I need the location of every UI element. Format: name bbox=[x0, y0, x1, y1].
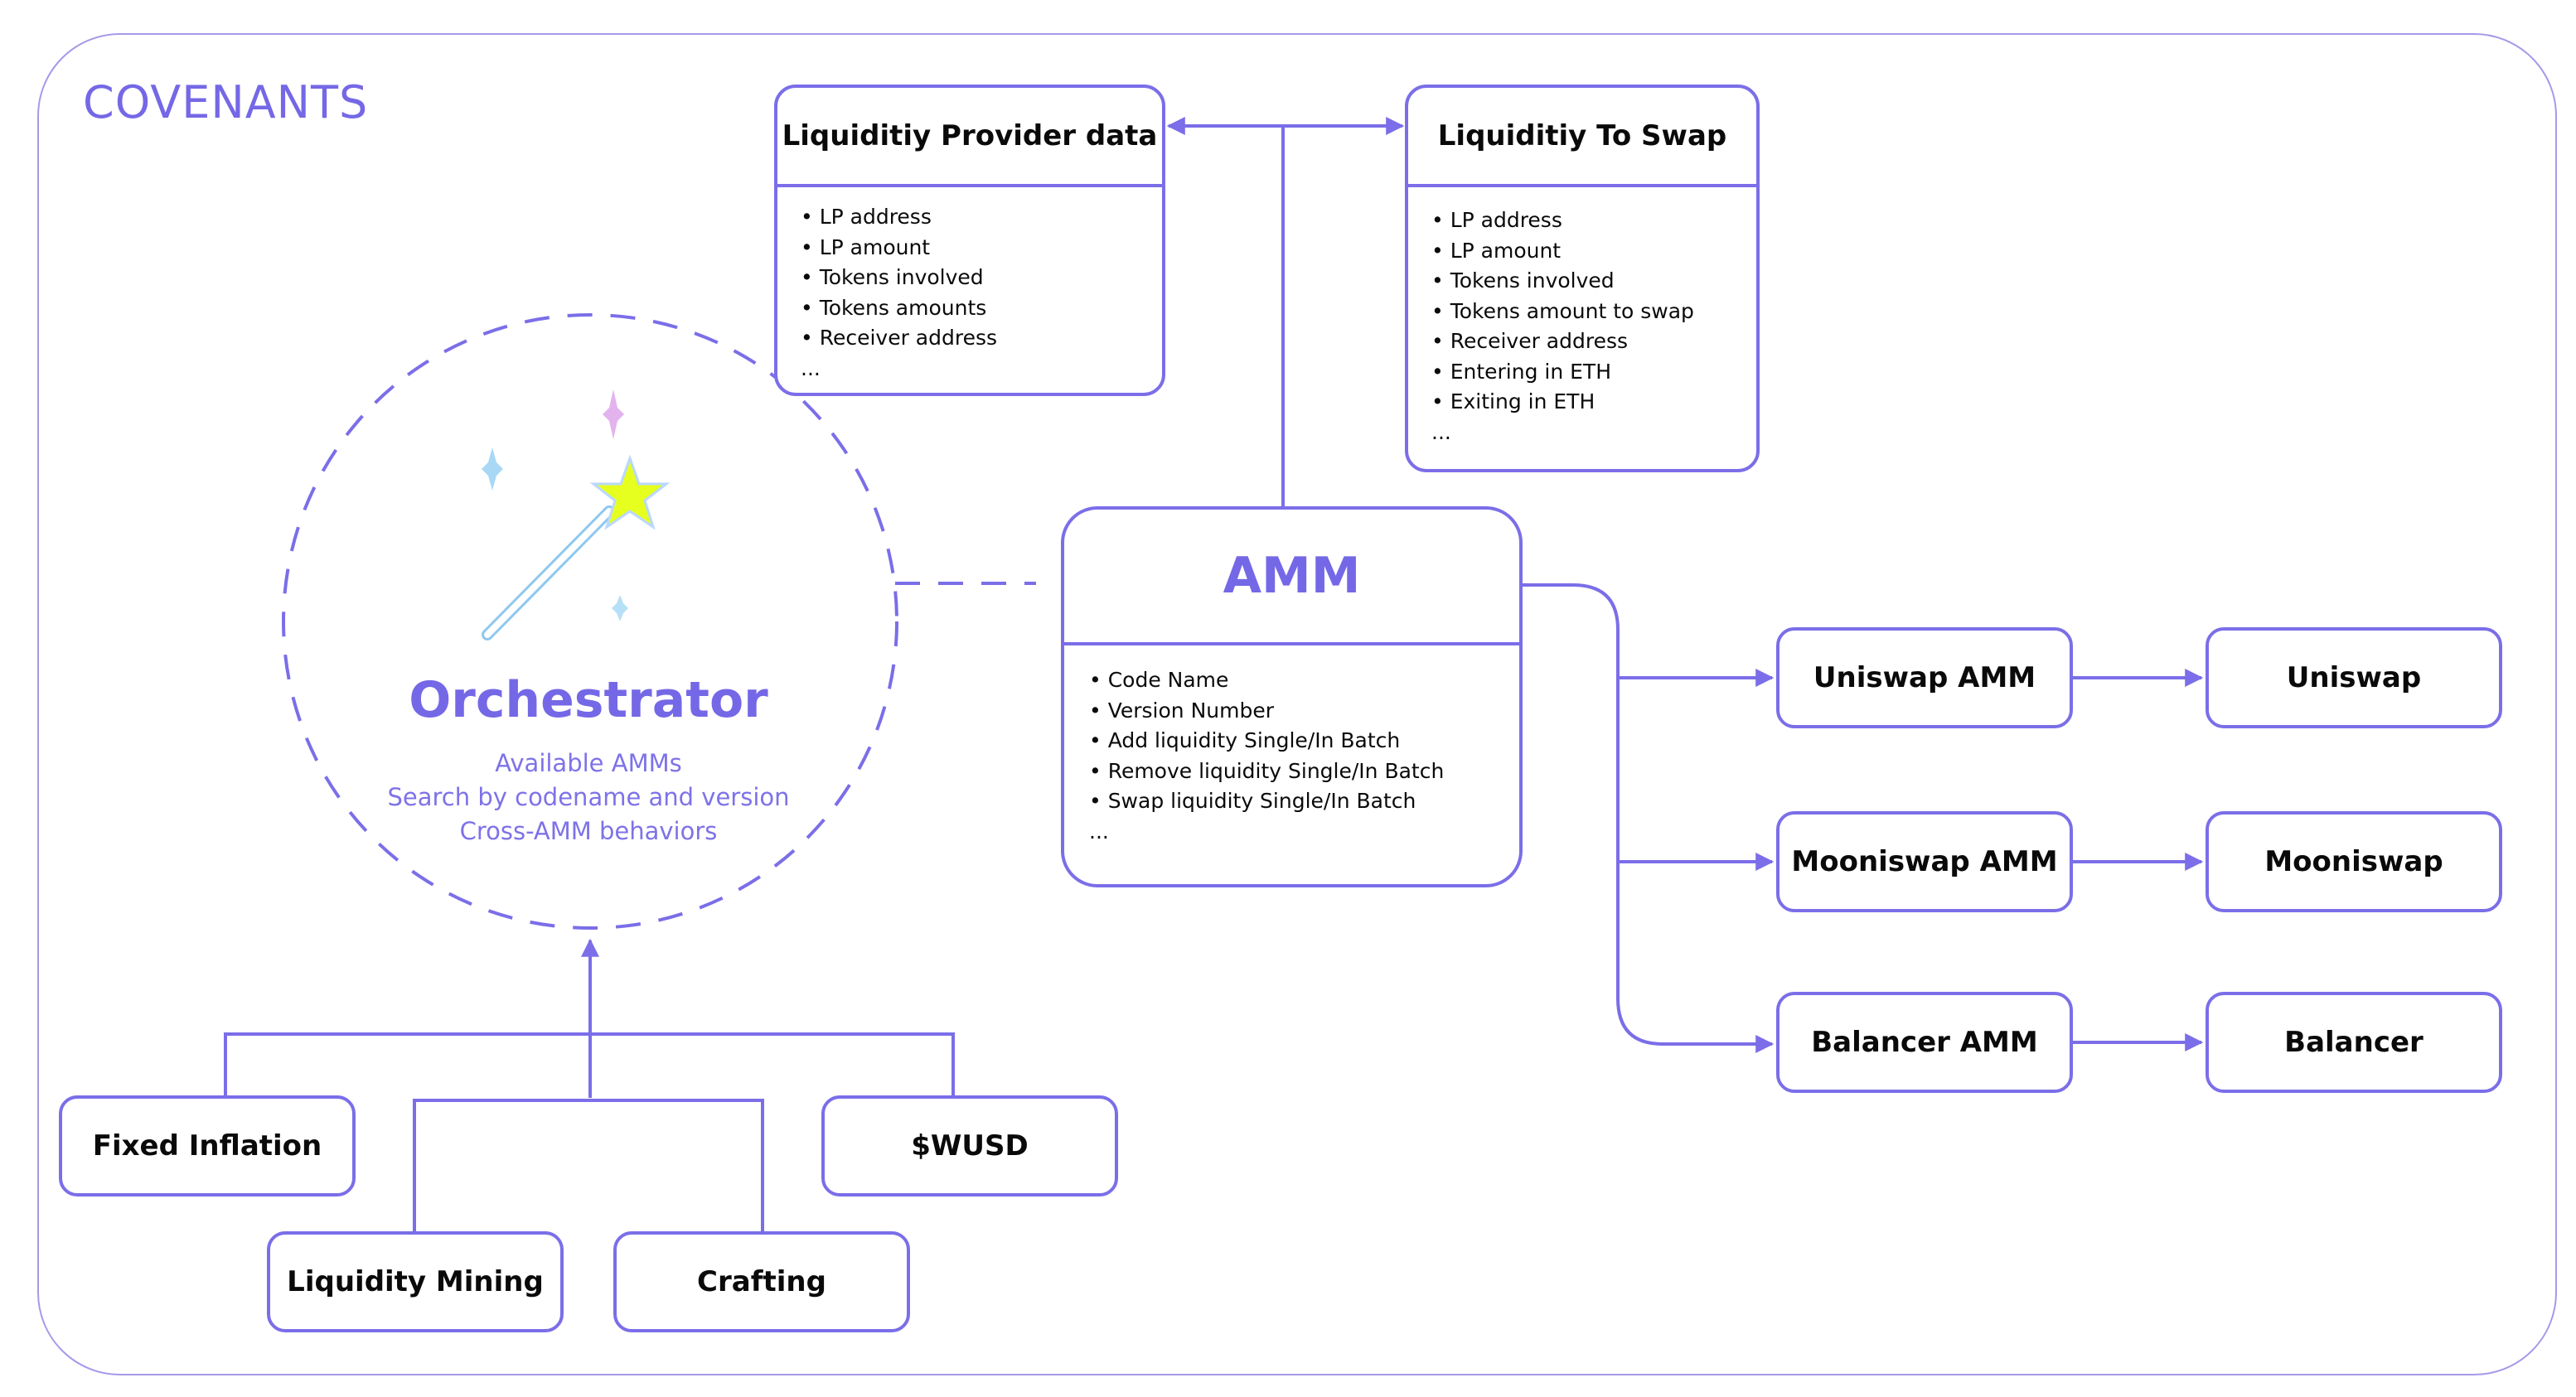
list-item: • Exiting in ETH bbox=[1431, 389, 1595, 413]
to-swap-title: Liquiditiy To Swap bbox=[1408, 88, 1756, 187]
balancer-box: Balancer bbox=[2206, 992, 2502, 1093]
mooniswap-amm-box: Mooniswap AMM bbox=[1776, 811, 2073, 912]
to-swap-box: Liquiditiy To Swap • LP address • LP amou… bbox=[1405, 85, 1760, 472]
list-item: • Swap liquidity Single/In Batch bbox=[1089, 789, 1416, 813]
lp-data-box: Liquiditiy Provider data • LP address• L… bbox=[774, 85, 1165, 396]
list-item: • Receiver address bbox=[1431, 329, 1629, 353]
lp-data-title: Liquiditiy Provider data bbox=[777, 88, 1162, 187]
magic-wand-icon bbox=[482, 454, 671, 640]
amm-box: AMM • Code Name • Version Number • Add liq… bbox=[1061, 506, 1523, 887]
mooniswap-box: Mooniswap bbox=[2206, 811, 2502, 912]
orchestrator-line-2: Search by codename and version bbox=[387, 783, 790, 811]
uniswap-amm-box: Uniswap AMM bbox=[1776, 627, 2073, 728]
diagram-title: COVENANTS bbox=[83, 76, 369, 128]
amm-title: AMM bbox=[1064, 510, 1519, 645]
crafting-box: Crafting bbox=[613, 1231, 910, 1332]
list-item: • Tokens amount to swap bbox=[1431, 298, 1694, 323]
balancer-amm-box: Balancer AMM bbox=[1776, 992, 2073, 1093]
covenants-frame bbox=[37, 33, 2557, 1375]
list-item: • Tokens involved bbox=[801, 265, 984, 289]
list-item: ... bbox=[1089, 819, 1109, 844]
fixed-inflation-box: Fixed Inflation bbox=[59, 1095, 356, 1196]
sparkle-small-icon bbox=[612, 595, 628, 621]
uniswap-box: Uniswap bbox=[2206, 627, 2502, 728]
list-item: ... bbox=[801, 355, 821, 380]
sparkle-pink-icon bbox=[603, 389, 624, 439]
list-item: • Tokens involved bbox=[1431, 268, 1615, 292]
list-item: • Add liquidity Single/In Batch bbox=[1089, 728, 1401, 752]
list-item: • Tokens amounts bbox=[801, 295, 987, 320]
sparkle-blue-icon bbox=[482, 447, 503, 491]
list-item: • Version Number bbox=[1089, 698, 1274, 723]
orchestrator-title: Orchestrator bbox=[409, 671, 768, 729]
amm-to-data-connector bbox=[1166, 117, 1285, 507]
orchestrator-line-1: Available AMMs bbox=[495, 749, 682, 777]
amm-list: • Code Name • Version Number • Add liquidi… bbox=[1064, 645, 1519, 847]
orchestrator-circle bbox=[282, 313, 898, 930]
list-item: • LP address bbox=[1431, 208, 1562, 232]
liquidity-mining-box: Liquidity Mining bbox=[267, 1231, 564, 1332]
list-item: • LP amount bbox=[1431, 238, 1562, 263]
to-swap-list: • LP address • LP amount • Tokens involved… bbox=[1408, 187, 1756, 447]
lp-data-list: • LP address • LP amount • Tokens involved… bbox=[777, 187, 1162, 384]
list-item: ... bbox=[1431, 419, 1451, 444]
list-item: • LP address bbox=[801, 205, 932, 229]
wusd-box: $WUSD bbox=[821, 1095, 1118, 1196]
list-item: • Entering in ETH bbox=[1431, 359, 1612, 384]
list-item: • Code Name bbox=[1089, 668, 1229, 692]
orchestrator-line-3: Cross-AMM behaviors bbox=[459, 817, 718, 845]
list-item: • Receiver address bbox=[801, 326, 998, 350]
amm-to-adapters-connector bbox=[1520, 583, 1775, 1053]
list-item: • LP amount bbox=[801, 234, 931, 259]
list-item: • Remove liquidity Single/In Batch bbox=[1089, 758, 1445, 783]
